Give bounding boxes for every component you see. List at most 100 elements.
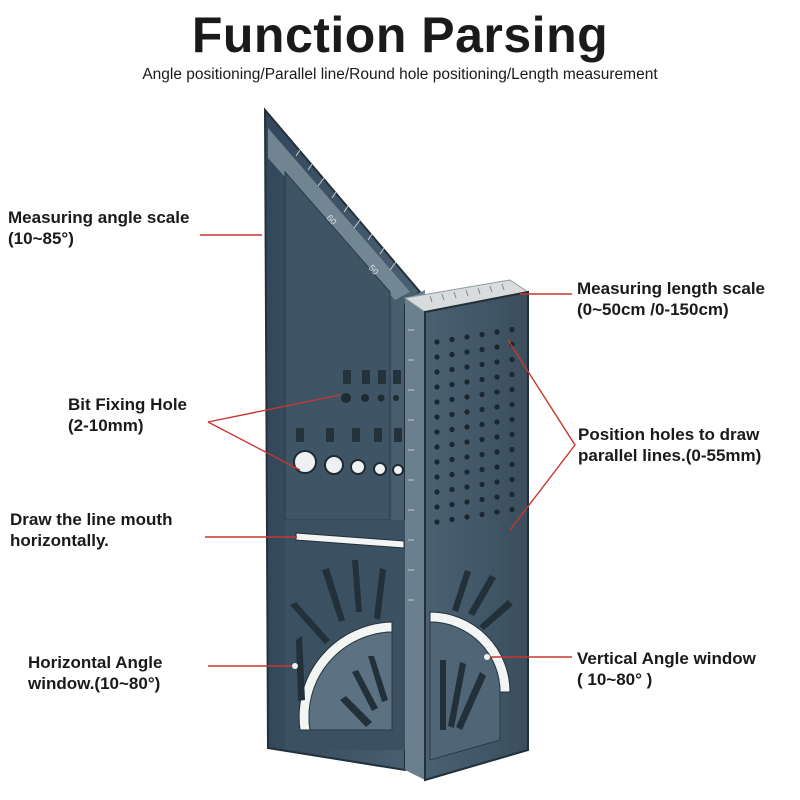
position-hole	[464, 514, 470, 520]
position-hole	[494, 359, 500, 365]
position-hole	[479, 481, 485, 488]
position-hole	[509, 461, 515, 468]
callout-dots	[292, 534, 490, 669]
position-hole	[494, 329, 500, 335]
position-hole	[479, 511, 485, 518]
position-hole	[494, 404, 500, 410]
center-edge	[405, 290, 425, 780]
position-hole	[479, 406, 485, 413]
position-hole	[449, 441, 455, 448]
position-hole	[464, 454, 470, 460]
position-hole	[449, 426, 455, 433]
length-scale-ticks	[429, 283, 505, 303]
page-subtitle: Angle positioning/Parallel line/Round ho…	[142, 66, 658, 83]
square-holes-top	[343, 370, 401, 384]
position-hole	[434, 429, 440, 435]
position-hole	[464, 409, 470, 415]
angle-scale-label: Measuring angle scale (10~85°)	[8, 208, 190, 248]
position-hole	[494, 464, 500, 470]
position-hole	[509, 416, 515, 423]
callout-lines	[200, 234, 576, 667]
position-hole	[494, 479, 500, 485]
position-hole	[464, 379, 470, 385]
position-hole	[494, 374, 500, 380]
position-hole	[449, 501, 455, 508]
position-hole	[434, 384, 440, 390]
position-hole	[479, 436, 485, 443]
position-hole	[509, 491, 515, 498]
position-hole	[464, 364, 470, 370]
position-hole	[509, 506, 515, 513]
horizontal-angle-label: Horizontal Angle window.(10~80°)	[28, 653, 163, 693]
scale-mark-b: 50	[367, 263, 381, 277]
position-hole	[434, 354, 440, 360]
position-hole	[509, 386, 515, 393]
position-hole	[479, 361, 485, 368]
position-hole	[479, 421, 485, 428]
position-hole	[509, 356, 515, 363]
edge-ticks	[408, 329, 414, 601]
position-hole	[434, 489, 440, 495]
position-hole	[449, 411, 455, 418]
position-hole	[434, 444, 440, 450]
position-hole	[449, 336, 455, 343]
angle-scale-ticks	[295, 149, 397, 271]
position-hole	[464, 394, 470, 400]
square-holes-mid	[296, 428, 402, 442]
vertical-angle-label: Vertical Angle window ( 10~80° )	[577, 649, 756, 689]
position-hole	[509, 476, 515, 483]
position-hole	[494, 434, 500, 440]
position-hole	[494, 509, 500, 515]
position-hole	[509, 326, 515, 333]
position-hole	[509, 371, 515, 378]
position-hole	[479, 331, 485, 338]
length-scale-label: Measuring length scale (0~50cm /0-150cm)	[577, 279, 765, 319]
bit-hole-label: Bit Fixing Hole (2-10mm)	[68, 395, 187, 435]
scale-mark-a: 60	[325, 213, 339, 227]
position-hole	[449, 456, 455, 463]
position-hole	[449, 471, 455, 478]
position-hole	[479, 391, 485, 398]
position-hole	[434, 474, 440, 480]
round-holes-small	[341, 393, 399, 403]
position-hole	[509, 446, 515, 453]
position-hole	[434, 414, 440, 420]
position-hole	[494, 449, 500, 455]
left-sunburst-slots	[290, 560, 386, 644]
position-hole	[434, 504, 440, 510]
position-hole	[434, 459, 440, 465]
position-hole	[479, 346, 485, 353]
round-holes-large	[293, 450, 404, 476]
position-hole	[434, 369, 440, 375]
position-hole	[479, 376, 485, 383]
position-hole	[494, 344, 500, 350]
position-hole	[464, 439, 470, 445]
position-hole	[449, 486, 455, 493]
position-hole	[434, 339, 440, 345]
right-sunburst-slots	[440, 570, 513, 730]
position-holes-label: Position holes to draw parallel lines.(0…	[578, 425, 762, 465]
position-hole	[479, 466, 485, 473]
position-hole	[449, 366, 455, 373]
position-hole	[509, 401, 515, 408]
left-inner-slots	[296, 636, 388, 727]
position-hole	[449, 396, 455, 403]
triangle-rim	[268, 128, 410, 300]
position-hole	[494, 494, 500, 500]
position-hole	[479, 451, 485, 458]
position-hole	[464, 469, 470, 475]
position-hole	[434, 399, 440, 405]
position-hole	[434, 519, 440, 525]
position-hole	[509, 431, 515, 438]
position-hole	[494, 419, 500, 425]
position-hole	[464, 334, 470, 340]
position-hole	[464, 424, 470, 430]
position-hole	[449, 516, 455, 523]
position-hole	[464, 499, 470, 505]
position-hole-grid	[434, 326, 515, 525]
position-hole	[479, 496, 485, 503]
line-mouth-label: Draw the line mouth horizontally.	[10, 510, 173, 550]
position-hole	[494, 389, 500, 395]
position-hole	[464, 349, 470, 355]
